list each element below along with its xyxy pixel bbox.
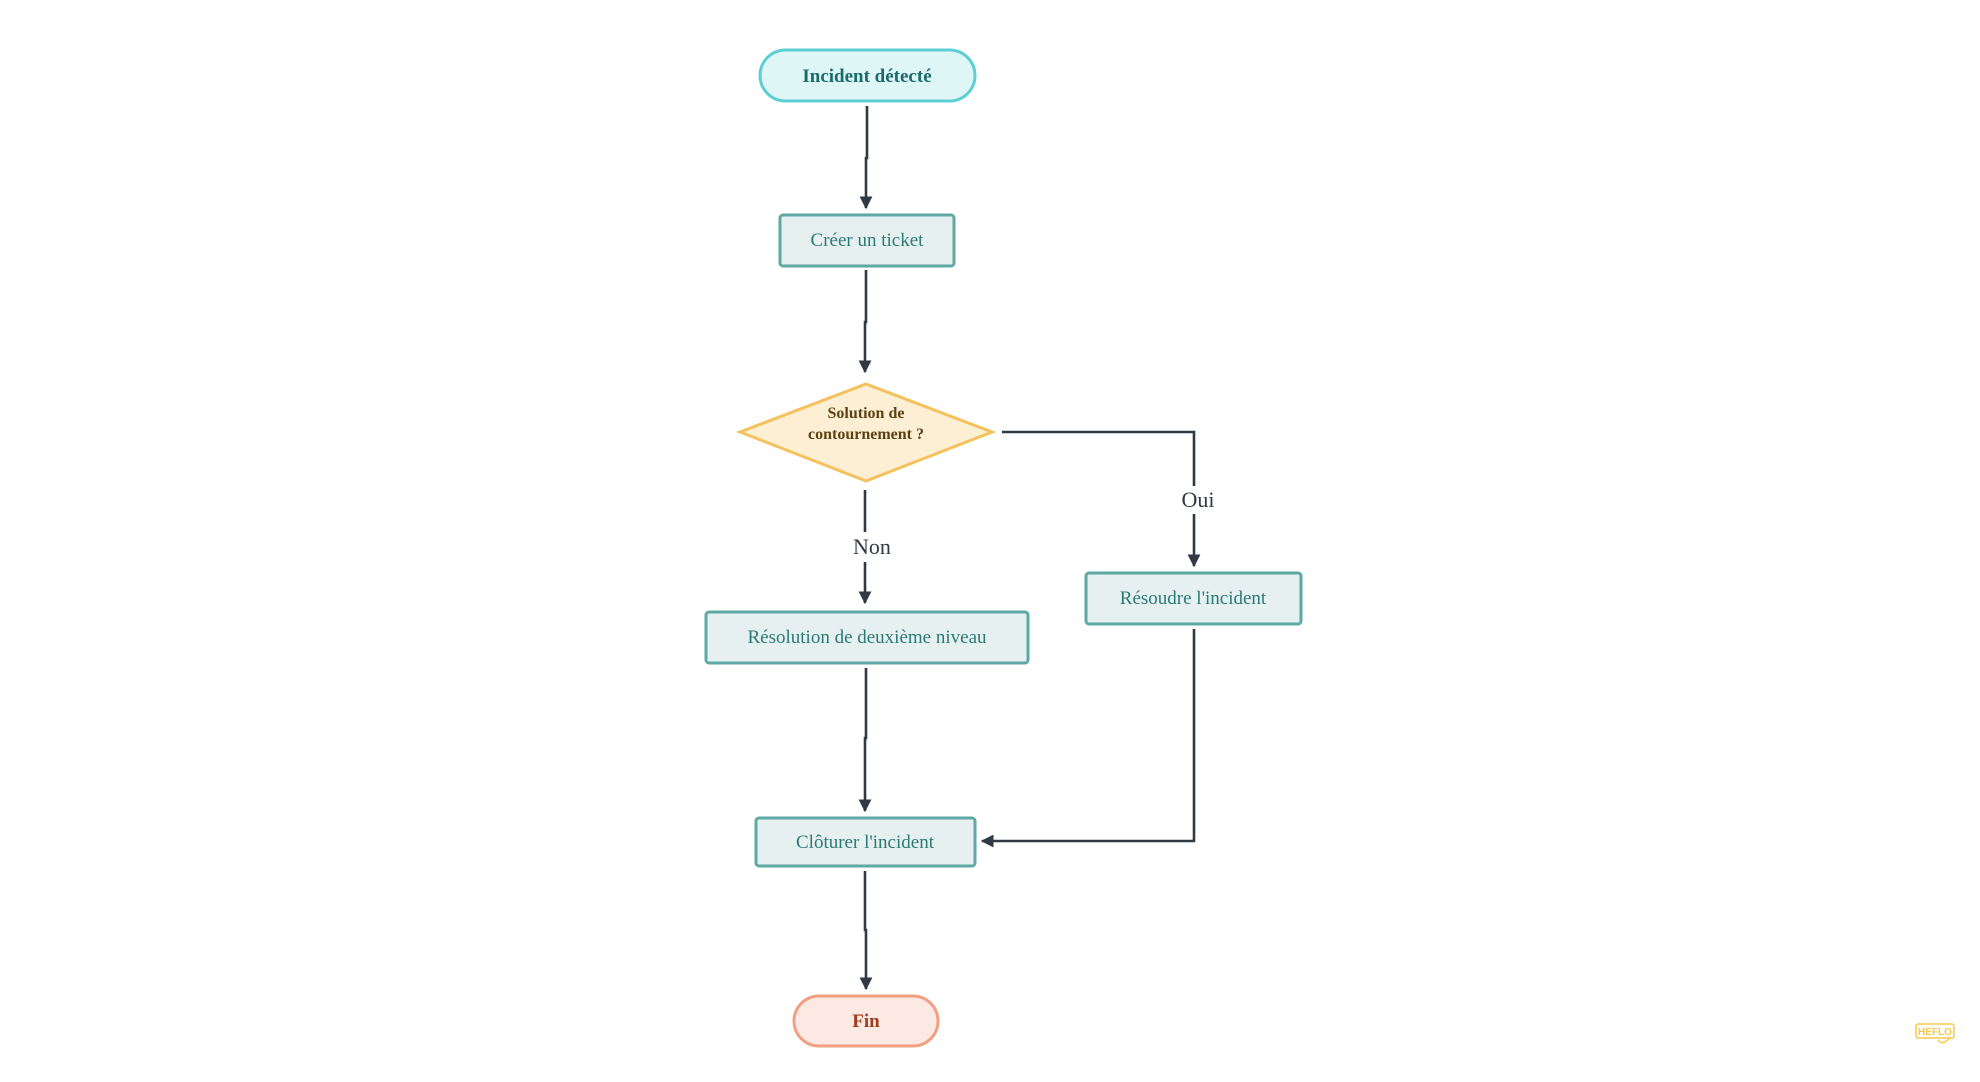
task-close-incident-label: Clôturer l'incident <box>796 832 935 853</box>
decision-workaround-label-line2: contournement ? <box>808 426 924 443</box>
decision-workaround-label-line1: Solution de <box>828 405 905 422</box>
start-node-label: Incident détecté <box>802 66 931 87</box>
end-node-shape <box>792 994 940 1048</box>
decision-workaround-shape <box>735 382 997 483</box>
heflo-logo: HEFLO <box>1915 1023 1955 1044</box>
start-node-shape <box>758 48 977 103</box>
edge-resolve-to-close <box>980 629 1196 848</box>
decision-workaround[interactable]: Solution de contournement ? <box>735 382 997 483</box>
edge-label-non: Non <box>853 534 891 559</box>
heflo-logo-frame <box>1915 1023 1955 1039</box>
task-resolve-incident[interactable]: Résoudre l'incident <box>1084 571 1303 626</box>
task-resolve-incident-shape <box>1084 571 1303 626</box>
edge-decision-to-resolve <box>1002 430 1194 566</box>
heflo-logo-text: HEFLO <box>1918 1027 1952 1038</box>
task-create-ticket[interactable]: Créer un ticket <box>778 213 956 268</box>
task-close-incident-shape <box>754 816 977 868</box>
edge-ticket-to-decision <box>858 270 872 374</box>
edge-close-to-end <box>859 871 873 991</box>
task-second-level-resolution-label: Résolution de deuxième niveau <box>747 627 987 648</box>
end-node[interactable]: Fin <box>792 994 940 1048</box>
task-create-ticket-shape <box>778 213 956 268</box>
start-node[interactable]: Incident détecté <box>758 48 977 103</box>
task-close-incident[interactable]: Clôturer l'incident <box>754 816 977 868</box>
edge-label-oui: Oui <box>1182 487 1215 512</box>
edge-start-to-ticket <box>859 106 873 210</box>
task-second-level-resolution[interactable]: Résolution de deuxième niveau <box>704 610 1030 665</box>
task-second-level-resolution-shape <box>704 610 1030 665</box>
heflo-logo-swoosh <box>1937 1037 1951 1044</box>
task-resolve-incident-label: Résoudre l'incident <box>1120 588 1267 609</box>
end-node-label: Fin <box>852 1011 880 1032</box>
edge-second-level-to-close <box>858 668 872 813</box>
task-create-ticket-label: Créer un ticket <box>811 230 925 251</box>
